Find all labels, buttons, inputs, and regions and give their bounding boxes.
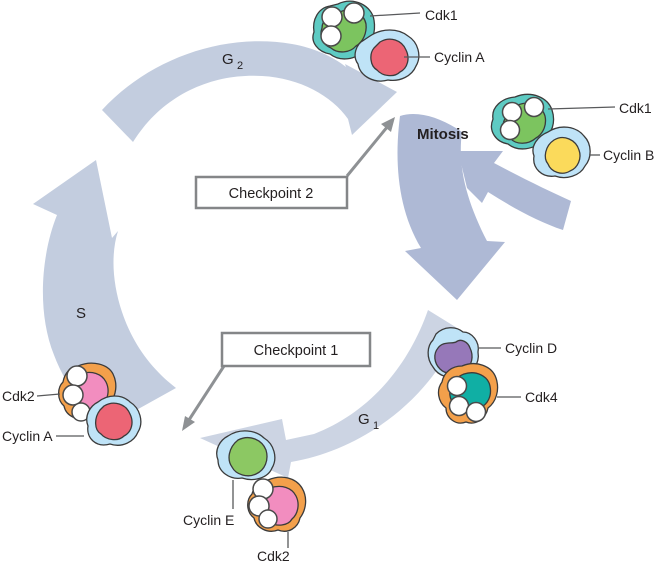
s-phase-arc-arrow [33, 160, 176, 428]
checkpoint-1-arrow-line [185, 365, 226, 424]
cdk1-top-label: Cdk1 [425, 7, 458, 23]
cdk2-bottom-label: Cdk2 [257, 548, 290, 564]
phosphate-site [465, 401, 487, 423]
cyclinA-left-label: Cyclin A [2, 428, 53, 444]
mitosis-phase-label: Mitosis [417, 126, 469, 143]
phosphate-site [523, 96, 545, 118]
checkpoint-1-callout: Checkpoint 1 [182, 331, 372, 431]
g1-label-base: G [358, 411, 370, 428]
checkpoint-1-arrowhead [182, 416, 195, 431]
checkpoint-2-box [194, 175, 349, 210]
cyclinB-inner-blob [544, 136, 581, 174]
mitosis-down-arrow [397, 113, 505, 300]
cdk2-left-pointer-line [36, 393, 61, 397]
phosphate-site [446, 375, 468, 397]
g2-label-sub: 2 [237, 60, 243, 72]
g1-phase-label: G 1 [358, 411, 379, 432]
cyclinE-label: Cyclin E [183, 512, 234, 528]
checkpoint-1-box [220, 331, 372, 368]
phosphate-site [62, 384, 84, 406]
complex-top-cdk1-cyclinA: Cdk1 Cyclin A [312, 0, 485, 82]
g1-phase-arc-arrow [200, 310, 462, 478]
complex-bottom-cyclinE-cdk2: Cyclin E Cdk2 [183, 430, 307, 564]
complex-bottomright-cyclinD-cdk4: Cyclin D Cdk4 [427, 327, 558, 424]
phosphate-site [321, 6, 343, 28]
g2-phase-arc-arrow [102, 41, 397, 142]
phosphate-site [66, 365, 88, 387]
cyclinE-inner-blob [228, 436, 268, 477]
checkpoint-2-label: Checkpoint 2 [229, 186, 314, 202]
cdk1-right-label: Cdk1 [619, 100, 652, 116]
mitosis-return-arrow [458, 151, 571, 230]
checkpoint-1-label: Checkpoint 1 [254, 343, 339, 359]
s-phase-label: S [76, 305, 86, 322]
g2-label-base: G [222, 51, 234, 68]
phosphate-site [448, 395, 470, 417]
phosphate-site [501, 101, 523, 123]
cyclinA-left-inner-blob [94, 402, 133, 441]
cdk2-left-label: Cdk2 [2, 388, 35, 404]
checkpoint-2-arrowhead [381, 117, 395, 132]
complex-left-cdk2-cyclinA: Cdk2 Cyclin A [2, 362, 142, 446]
g1-label-sub: 1 [373, 420, 379, 432]
cyclinD-label: Cyclin D [505, 340, 557, 356]
cyclinA-top-label: Cyclin A [434, 49, 485, 65]
cdk4-label: Cdk4 [525, 389, 558, 405]
cdk1-right-pointer-line [547, 106, 616, 110]
phosphate-site [258, 509, 278, 529]
complex-right-cdk1-cyclinB: Cdk1 Cyclin B [490, 93, 654, 179]
checkpoint-2-callout: Checkpoint 2 [194, 117, 395, 210]
cyclinA-top-inner-blob [370, 38, 409, 77]
phosphate-site [343, 2, 365, 24]
cyclinB-label: Cyclin B [603, 147, 654, 163]
phosphate-site [499, 119, 521, 141]
phosphate-site [320, 25, 342, 47]
checkpoint-2-arrow-line [345, 125, 390, 177]
cdk1-top-pointer-line [369, 12, 421, 17]
g2-phase-label: G 2 [222, 51, 243, 72]
